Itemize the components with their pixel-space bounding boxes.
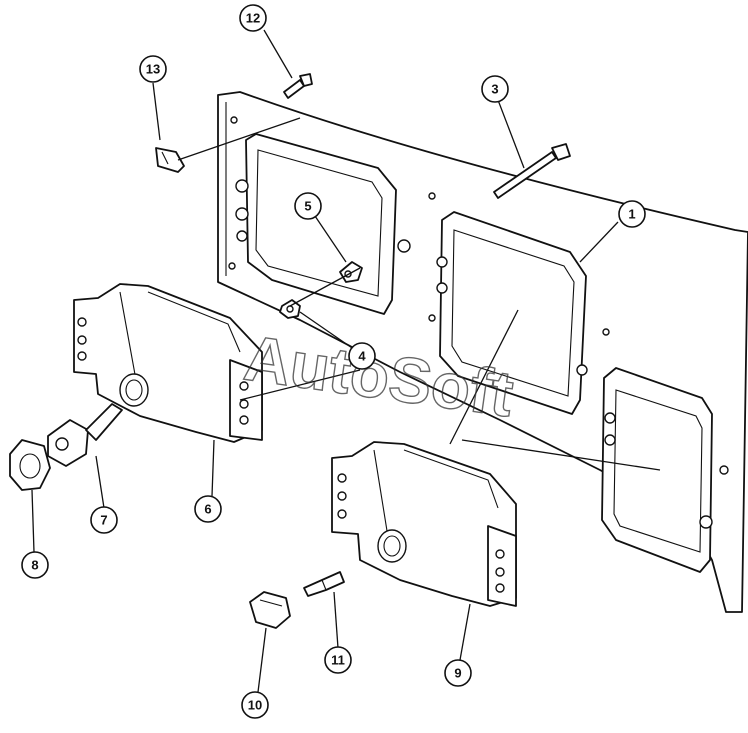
callout-8-label: 8 [31,558,38,573]
callout-6: 6 [194,495,222,523]
callout-5: 5 [294,192,322,220]
callout-13-label: 13 [146,62,160,77]
screw [283,73,313,99]
leader-lines [31,29,661,693]
lamp-housing-right [331,441,517,607]
callout-10: 10 [241,691,269,719]
callout-1-label: 1 [628,207,635,222]
callout-7: 7 [90,506,118,534]
callout-11: 11 [324,646,352,674]
spacer [339,261,363,283]
callout-3-label: 3 [491,82,498,97]
callout-6-label: 6 [204,502,211,517]
nut [279,299,301,319]
callout-12-label: 12 [246,11,260,26]
callout-8: 8 [21,551,49,579]
callout-1: 1 [618,200,646,228]
callout-10-label: 10 [248,698,262,713]
callout-11-label: 11 [331,653,345,668]
callout-7-label: 7 [100,513,107,528]
callout-5-label: 5 [304,199,311,214]
callout-3: 3 [481,75,509,103]
callout-13: 13 [139,55,167,83]
callout-9-label: 9 [454,666,461,681]
bayonet-ring [9,439,51,491]
bulb-holder [47,403,123,467]
callout-12: 12 [239,4,267,32]
clip-nut [155,147,185,173]
callout-9: 9 [444,659,472,687]
callout-4: 4 [348,342,376,370]
wedge-bulb [303,571,345,597]
lamp-housing-left [73,283,263,443]
callout-4-label: 4 [358,349,366,364]
small-bulb-holder [249,591,291,629]
long-bolt [493,143,571,199]
